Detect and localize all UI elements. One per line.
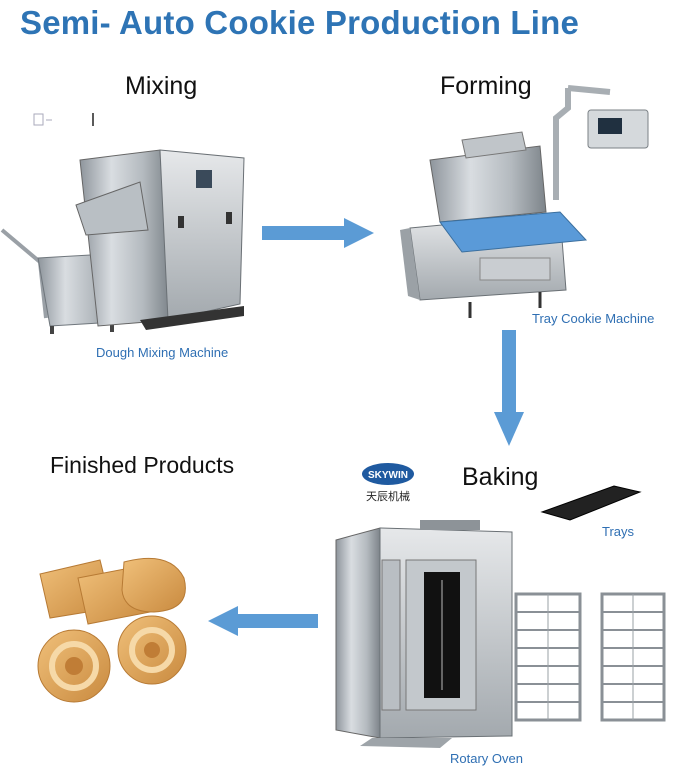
trolley-rack-image (602, 594, 664, 720)
svg-text:SKYWIN: SKYWIN (368, 470, 408, 481)
cookies-image (38, 558, 186, 702)
trolley-rack-image (516, 594, 580, 720)
tray-cookie-machine-image (400, 88, 648, 318)
caption-trays: Trays (602, 524, 634, 539)
skywin-logo: SKYWIN 天辰机械 (362, 463, 414, 503)
tray-image (542, 486, 640, 520)
arrow-mixing-to-forming (262, 218, 374, 248)
svg-text:天辰机械: 天辰机械 (366, 489, 410, 503)
arrow-baking-to-finished (208, 606, 318, 636)
document-icon (34, 113, 93, 126)
dough-mixing-machine-image (2, 150, 244, 334)
arrow-forming-to-baking (494, 330, 524, 446)
caption-dough-mixing-machine: Dough Mixing Machine (96, 345, 228, 360)
rotary-oven-image (336, 520, 512, 748)
caption-rotary-oven: Rotary Oven (450, 751, 523, 766)
caption-tray-cookie-machine: Tray Cookie Machine (532, 311, 654, 326)
